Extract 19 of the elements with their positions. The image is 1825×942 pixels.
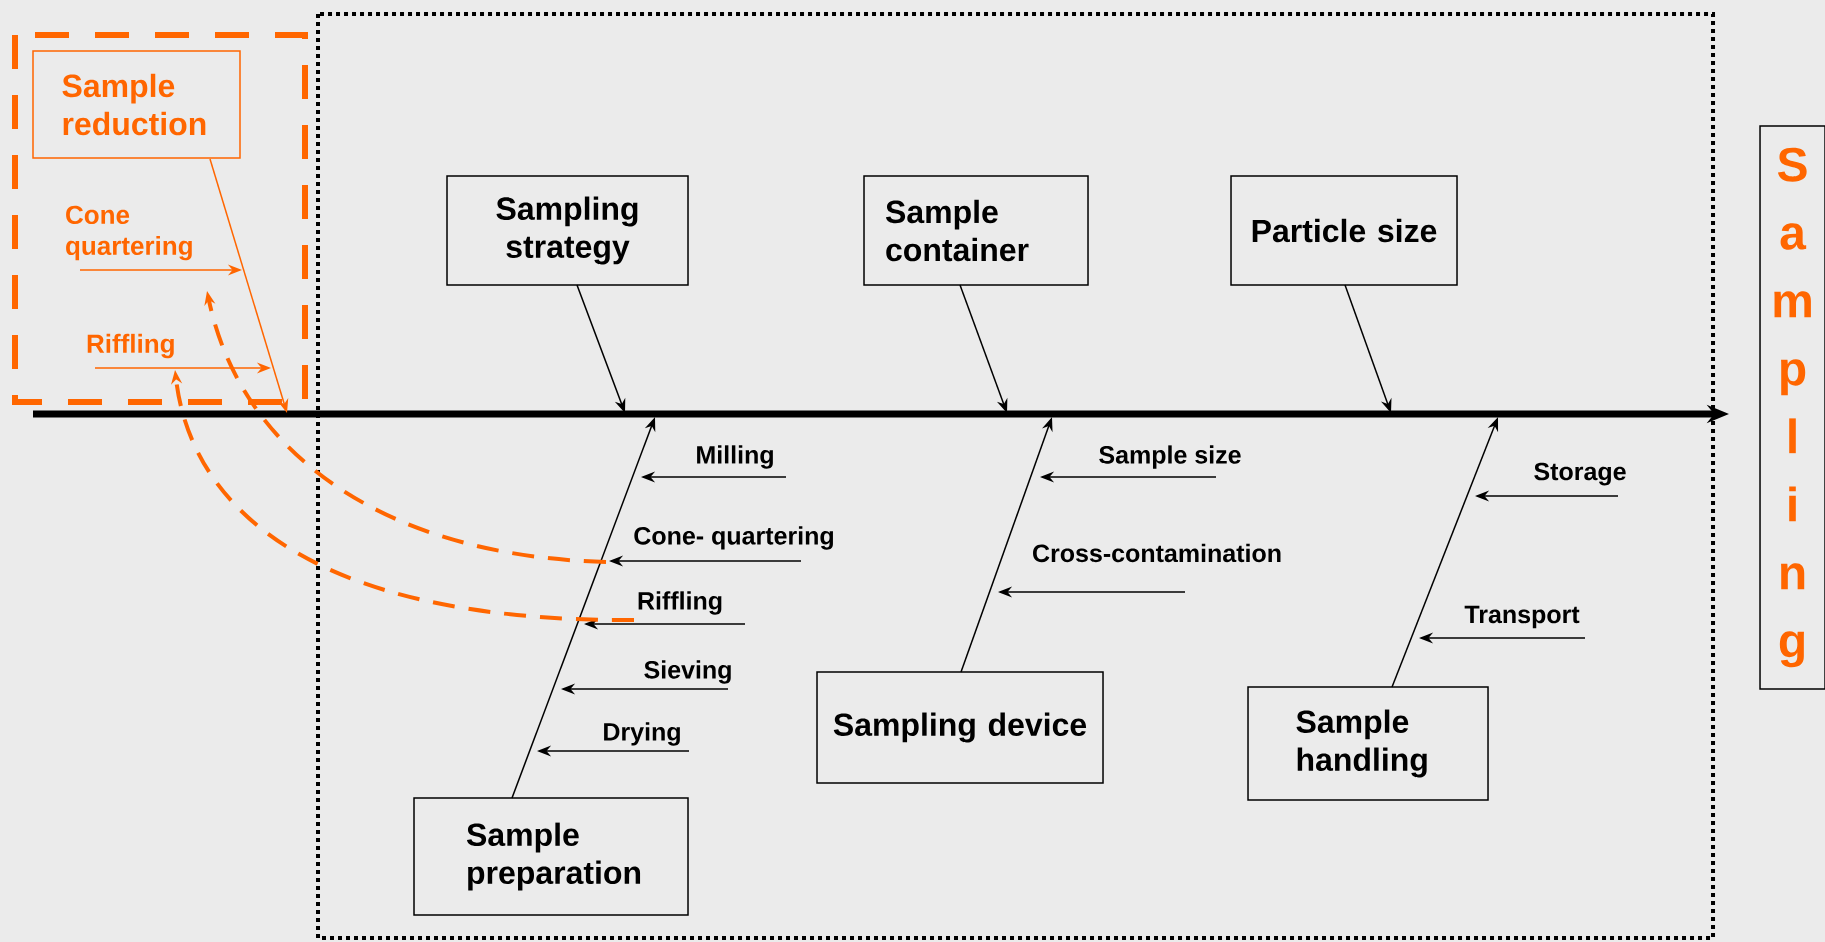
cause-label: Cone quartering (66, 205, 192, 261)
category-box: Sample preparation (413, 797, 689, 916)
category-box: Sample handling (1247, 686, 1489, 801)
category-box: Sampling strategy (446, 175, 689, 286)
cause-label: Sieving (644, 660, 731, 684)
category-box: Particle size (1230, 175, 1458, 286)
category-box: Sampling device (816, 671, 1104, 784)
cause-label: Milling (697, 445, 773, 469)
effect-box: Sampling (1759, 125, 1825, 690)
cause-label: Riffling (87, 333, 174, 359)
cause-label: Sample size (1099, 445, 1241, 469)
cause-label: Drying (604, 722, 680, 746)
cause-label: Cross-contamination (1033, 543, 1281, 563)
category-box: Sample reduction (32, 50, 241, 159)
cause-label: Transport (1464, 605, 1580, 629)
cause-label: Cone- quartering (634, 526, 833, 550)
cause-label: Storage (1534, 462, 1626, 486)
category-box: Sample container (863, 175, 1089, 286)
cause-label: Riffling (638, 591, 722, 615)
